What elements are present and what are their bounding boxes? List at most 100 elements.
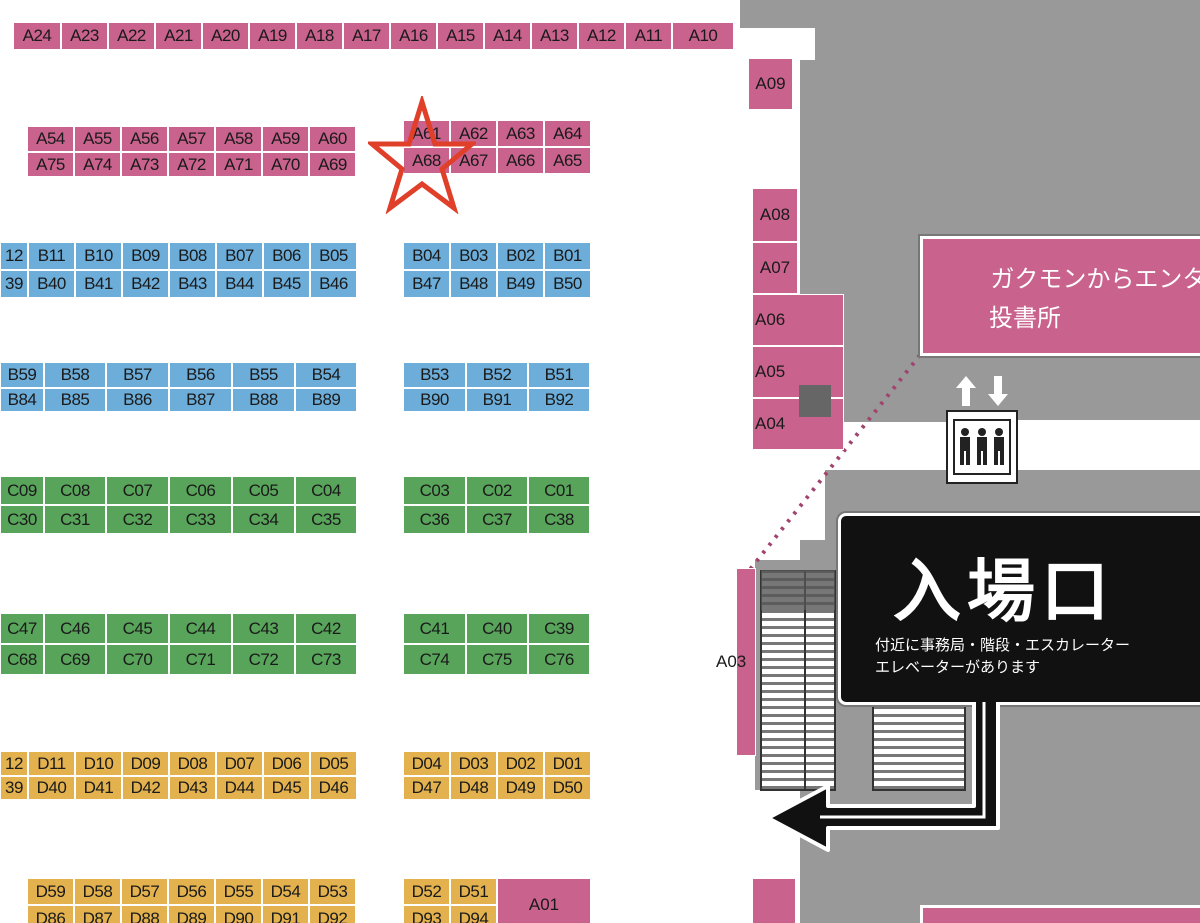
booth[interactable]: A67 (450, 147, 497, 174)
booth[interactable]: A62 (450, 120, 497, 147)
booth[interactable]: C42 (295, 613, 357, 644)
booth[interactable]: B02 (497, 242, 544, 270)
booth[interactable]: C74 (403, 644, 466, 675)
booth[interactable]: C31 (44, 505, 106, 534)
booth[interactable]: C38 (528, 505, 590, 534)
booth[interactable]: A12 (578, 22, 625, 50)
booth[interactable]: B59 (0, 362, 44, 388)
booth[interactable]: B88 (232, 388, 295, 412)
booth[interactable]: D94 (450, 905, 497, 923)
booth[interactable]: D91 (262, 905, 309, 923)
booth[interactable]: C02 (466, 476, 528, 505)
booth[interactable]: A10 (672, 22, 734, 50)
booth-a06[interactable]: A06 (752, 294, 844, 346)
booth[interactable]: B09 (122, 242, 169, 270)
booth[interactable]: B06 (263, 242, 310, 270)
booth[interactable]: C69 (44, 644, 106, 675)
booth[interactable]: 12 (0, 751, 28, 776)
booth[interactable]: A64 (544, 120, 591, 147)
booth[interactable]: A66 (497, 147, 544, 174)
booth-a08[interactable]: A08 (752, 188, 798, 242)
booth[interactable]: D88 (121, 905, 168, 923)
booth[interactable]: A55 (74, 126, 121, 152)
booth[interactable]: A59 (262, 126, 309, 152)
booth[interactable]: D50 (544, 776, 591, 800)
booth-a05[interactable]: A05 (752, 346, 844, 398)
booth[interactable]: 39 (0, 776, 28, 800)
booth[interactable]: D06 (263, 751, 310, 776)
booth[interactable]: D08 (169, 751, 216, 776)
booth[interactable]: A23 (61, 22, 108, 50)
booth[interactable]: B56 (169, 362, 232, 388)
booth[interactable]: D57 (121, 878, 168, 905)
booth-a09[interactable]: A09 (748, 58, 793, 110)
booth[interactable]: D58 (74, 878, 121, 905)
booth[interactable]: A75 (27, 152, 74, 177)
booth[interactable]: D55 (215, 878, 262, 905)
booth[interactable]: D86 (27, 905, 74, 923)
booth[interactable]: D49 (497, 776, 544, 800)
booth[interactable]: B92 (528, 388, 590, 412)
booth[interactable]: A13 (531, 22, 578, 50)
booth[interactable]: D03 (450, 751, 497, 776)
booth[interactable]: B41 (75, 270, 122, 298)
booth[interactable]: A11 (625, 22, 672, 50)
booth[interactable]: B05 (310, 242, 357, 270)
booth[interactable]: B07 (216, 242, 263, 270)
booth[interactable]: B89 (295, 388, 357, 412)
booth[interactable]: D93 (403, 905, 450, 923)
booth[interactable]: B91 (466, 388, 528, 412)
booth[interactable]: C73 (295, 644, 357, 675)
booth[interactable]: A70 (262, 152, 309, 177)
booth[interactable]: A17 (343, 22, 390, 50)
booth[interactable]: C43 (232, 613, 295, 644)
booth[interactable]: D89 (168, 905, 215, 923)
booth[interactable]: A15 (437, 22, 484, 50)
booth[interactable]: B84 (0, 388, 44, 412)
booth[interactable]: D59 (27, 878, 74, 905)
booth[interactable]: B54 (295, 362, 357, 388)
booth[interactable]: C47 (0, 613, 44, 644)
booth[interactable]: D40 (28, 776, 75, 800)
booth[interactable]: C08 (44, 476, 106, 505)
booth[interactable]: C36 (403, 505, 466, 534)
booth[interactable]: A18 (296, 22, 343, 50)
booth[interactable]: A56 (121, 126, 168, 152)
booth[interactable]: C40 (466, 613, 528, 644)
booth[interactable]: C03 (403, 476, 466, 505)
booth[interactable]: D04 (403, 751, 450, 776)
booth-a07[interactable]: A07 (752, 242, 798, 294)
booth[interactable]: B45 (263, 270, 310, 298)
booth[interactable]: C71 (169, 644, 232, 675)
booth[interactable]: C34 (232, 505, 295, 534)
booth[interactable]: A16 (390, 22, 437, 50)
booth[interactable]: B03 (450, 242, 497, 270)
booth[interactable]: C41 (403, 613, 466, 644)
booth[interactable]: A73 (121, 152, 168, 177)
booth[interactable]: C30 (0, 505, 44, 534)
booth[interactable]: B87 (169, 388, 232, 412)
booth[interactable]: B49 (497, 270, 544, 298)
booth[interactable]: A65 (544, 147, 591, 174)
booth[interactable]: C45 (106, 613, 169, 644)
booth[interactable]: D45 (263, 776, 310, 800)
booth[interactable]: C76 (528, 644, 590, 675)
booth[interactable]: A74 (74, 152, 121, 177)
booth[interactable]: B53 (403, 362, 466, 388)
booth[interactable]: D54 (262, 878, 309, 905)
booth[interactable]: D44 (216, 776, 263, 800)
booth[interactable]: B43 (169, 270, 216, 298)
booth[interactable]: A72 (168, 152, 215, 177)
booth[interactable]: B50 (544, 270, 591, 298)
booth[interactable]: B90 (403, 388, 466, 412)
booth[interactable]: A54 (27, 126, 74, 152)
booth[interactable]: D09 (122, 751, 169, 776)
booth[interactable]: D90 (215, 905, 262, 923)
booth-bottom-strip[interactable] (752, 878, 796, 923)
booth-a01[interactable]: A01 (497, 878, 591, 923)
booth[interactable]: A69 (309, 152, 356, 177)
booth[interactable]: C01 (528, 476, 590, 505)
booth[interactable]: C37 (466, 505, 528, 534)
booth[interactable]: B55 (232, 362, 295, 388)
booth[interactable]: B08 (169, 242, 216, 270)
